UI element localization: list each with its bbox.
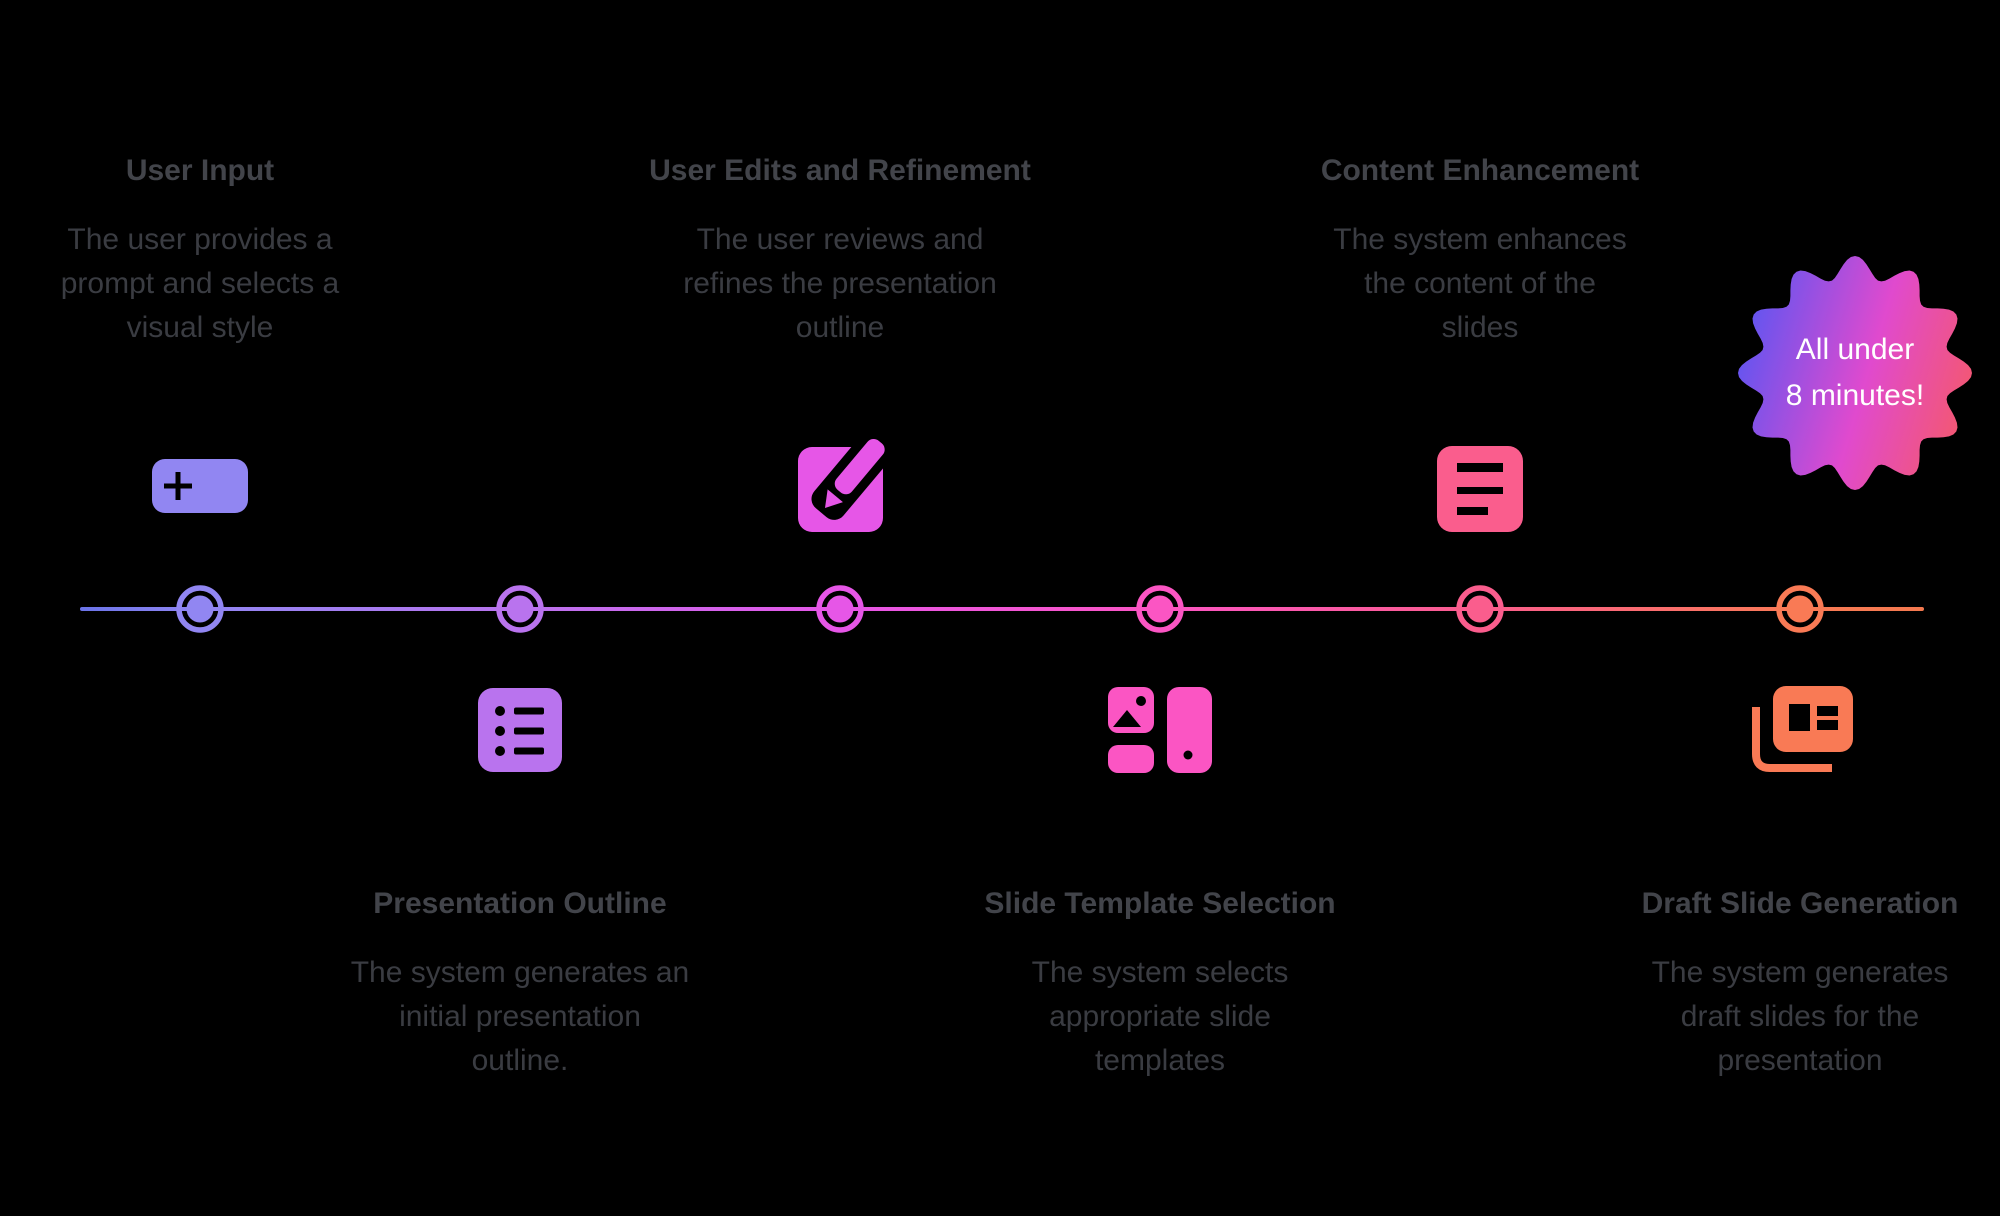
- time-badge: All under 8 minutes!: [1735, 253, 1975, 493]
- step-user-input: User Input The user provides a prompt an…: [0, 150, 410, 350]
- outline-list-icon: [478, 688, 562, 772]
- timeline-node-2: [496, 585, 544, 633]
- badge-line-1: All under: [1795, 333, 1915, 366]
- step-title: User Edits and Refinement: [649, 154, 1031, 187]
- step-title: Draft Slide Generation: [1641, 887, 1959, 920]
- step-description: The user reviews and refines the present…: [683, 223, 997, 344]
- badge-text: All under 8 minutes!: [1735, 253, 1975, 493]
- timeline-node-1: [176, 585, 224, 633]
- slide-template-icon: [1108, 687, 1212, 773]
- timeline-node-4: [1136, 585, 1184, 633]
- edit-pencil-icon: [798, 429, 897, 532]
- badge-shape-path: [1738, 256, 1972, 490]
- badge-line-2: 8 minutes!: [1785, 379, 1925, 412]
- step-description: The system selects appropriate slide tem…: [1031, 956, 1289, 1077]
- plus-input-icon: [152, 459, 248, 513]
- step-title: Slide Template Selection: [984, 887, 1336, 920]
- step-title: User Input: [125, 154, 275, 187]
- step-presentation-outline: Presentation Outline The system generate…: [310, 883, 730, 1083]
- timeline-node-3: [816, 585, 864, 633]
- draft-slides-icon: [1752, 686, 1853, 772]
- timeline-node-5: [1456, 585, 1504, 633]
- step-user-edits-refinement: User Edits and Refinement The user revie…: [630, 150, 1050, 350]
- badge-seal-shape: [1738, 256, 1972, 490]
- step-title: Presentation Outline: [373, 887, 667, 920]
- step-description: The system generates an initial presenta…: [350, 956, 690, 1077]
- step-description: The user provides a prompt and selects a…: [60, 223, 340, 344]
- step-draft-slide-generation: Draft Slide Generation The system genera…: [1590, 883, 2000, 1083]
- text-lines-icon: [1437, 446, 1523, 532]
- step-content-enhancement: Content Enhancement The system enhances …: [1270, 150, 1690, 350]
- timeline-line: [80, 607, 1924, 611]
- step-description: The system generates draft slides for th…: [1651, 956, 1949, 1077]
- step-slide-template-selection: Slide Template Selection The system sele…: [950, 883, 1370, 1083]
- timeline-node-6: [1776, 585, 1824, 633]
- step-description: The system enhances the content of the s…: [1333, 223, 1627, 344]
- step-title: Content Enhancement: [1320, 154, 1640, 187]
